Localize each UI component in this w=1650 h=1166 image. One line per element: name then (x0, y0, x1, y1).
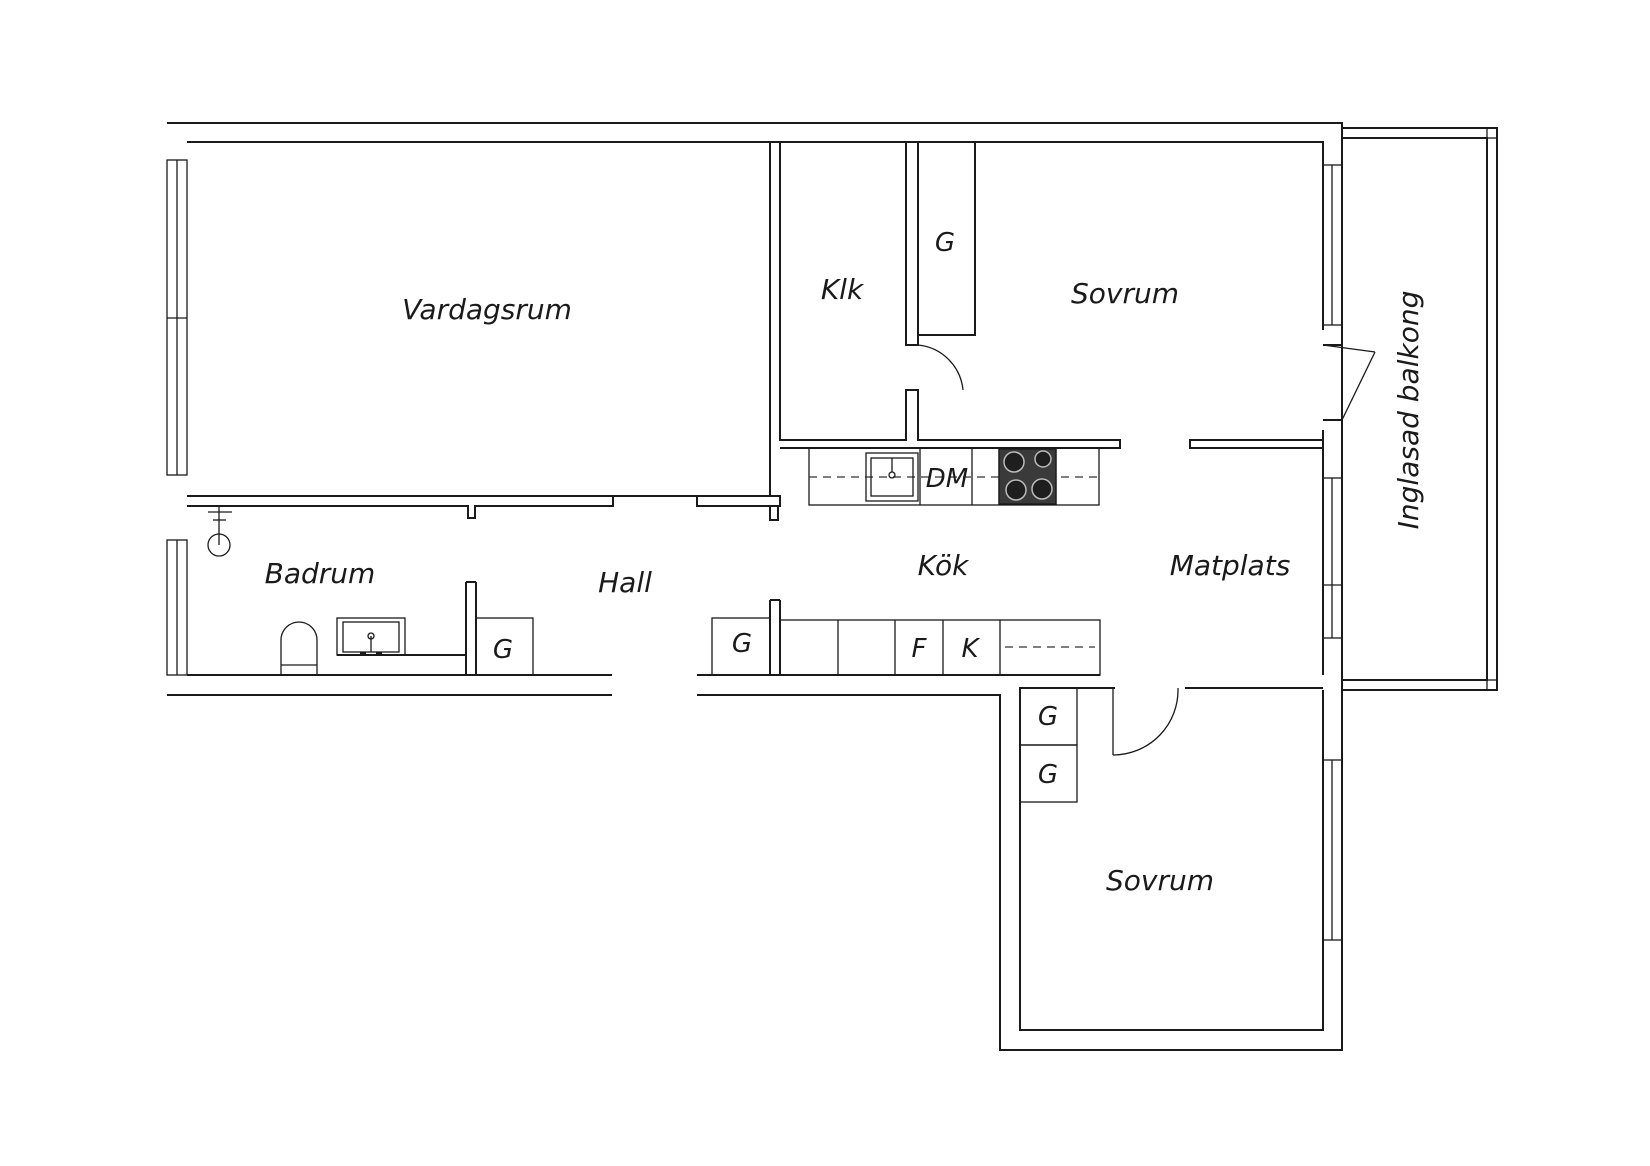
window-icon (166, 159, 1343, 941)
room-label-matplats: Matplats (1170, 549, 1291, 582)
room-label-kok: Kök (918, 549, 970, 582)
fixture-label-garderob: G (493, 635, 513, 665)
room-label-badrum: Badrum (265, 557, 376, 590)
room-label-balkong: Inglasad balkong (1392, 291, 1425, 530)
room-label-klk: Klk (821, 273, 865, 306)
fixture-label-garderob: G (935, 228, 955, 258)
room-label-sovrum-bottom: Sovrum (1106, 864, 1214, 897)
fixture-label-diskmaskin: DM (926, 464, 968, 494)
room-label-sovrum-top: Sovrum (1071, 277, 1179, 310)
door-swing-icon (917, 344, 1376, 756)
toilet-icon (280, 621, 318, 676)
washbasin-icon (336, 617, 406, 656)
fixture-label-frys: F (912, 634, 928, 664)
fixture-label-kyl: K (961, 634, 980, 664)
stove-icon (998, 448, 1057, 505)
fixture-label-garderob: G (1038, 702, 1058, 732)
balcony (1341, 127, 1498, 691)
fixture-label-garderob: G (732, 629, 752, 659)
kitchen-counter-lower (779, 619, 1101, 676)
shower-icon (207, 506, 232, 557)
sink-icon (865, 452, 919, 502)
room-label-vardagsrum: Vardagsrum (402, 293, 572, 326)
room-label-hall: Hall (598, 566, 652, 599)
inner-walls (187, 141, 1324, 675)
fixture-label-garderob: G (1038, 760, 1058, 790)
garderob-boxes (475, 617, 1078, 803)
